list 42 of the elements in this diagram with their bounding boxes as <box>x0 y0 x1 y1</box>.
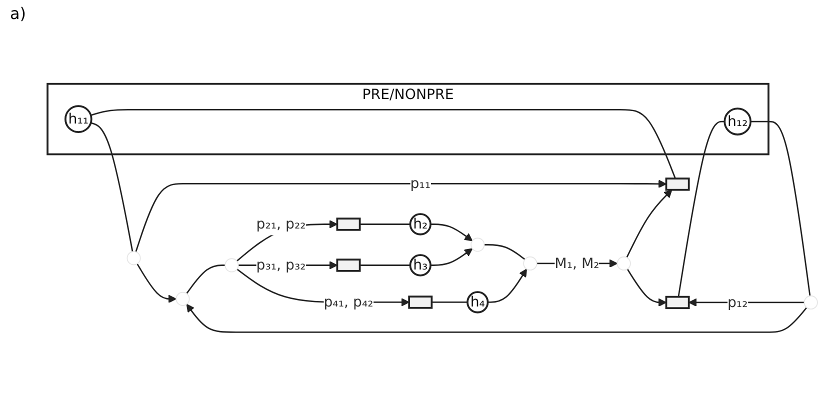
arrow <box>488 268 528 303</box>
node-dot <box>224 258 239 272</box>
arrow <box>626 189 672 258</box>
connector <box>90 122 134 252</box>
connector <box>360 224 410 225</box>
arrow <box>430 224 473 242</box>
edge-label: p₁₁ <box>410 175 431 192</box>
arrow <box>430 248 473 266</box>
connector <box>484 244 526 260</box>
connector <box>678 120 725 297</box>
node-dot <box>616 256 631 271</box>
node-box <box>665 178 690 191</box>
node-box <box>336 258 361 272</box>
node-circle: h₃ <box>409 254 432 276</box>
node-box <box>408 296 433 309</box>
connector <box>432 302 468 303</box>
arrow <box>626 268 667 307</box>
node-box <box>336 218 361 231</box>
panel-label: a) <box>10 4 26 23</box>
node-circle: h₂ <box>409 213 432 236</box>
node-dot <box>470 238 485 252</box>
connector <box>360 264 410 266</box>
arrow <box>186 304 808 333</box>
arrow <box>135 180 667 252</box>
edge-label: p₂₁, p₂₂ <box>256 216 306 232</box>
node-circle: h₁₂ <box>724 108 752 136</box>
node-dot <box>126 251 141 266</box>
node-dot <box>804 295 818 310</box>
edge-label: M₁, M₂ <box>554 254 600 272</box>
edge-label: p₁₂ <box>727 294 748 311</box>
connector <box>186 264 226 294</box>
node-circle: h₁₁ <box>64 105 92 133</box>
node-dot <box>176 292 190 306</box>
connector <box>90 108 676 179</box>
edge-label: p₄₁, p₄₂ <box>324 294 374 310</box>
node-dot <box>523 256 538 271</box>
node-box <box>665 296 690 310</box>
connector <box>750 120 811 296</box>
node-circle: h₄ <box>466 291 489 314</box>
arrow <box>136 263 177 304</box>
arrow <box>688 298 804 307</box>
edge-label: p₃₁, p₃₂ <box>256 256 306 274</box>
